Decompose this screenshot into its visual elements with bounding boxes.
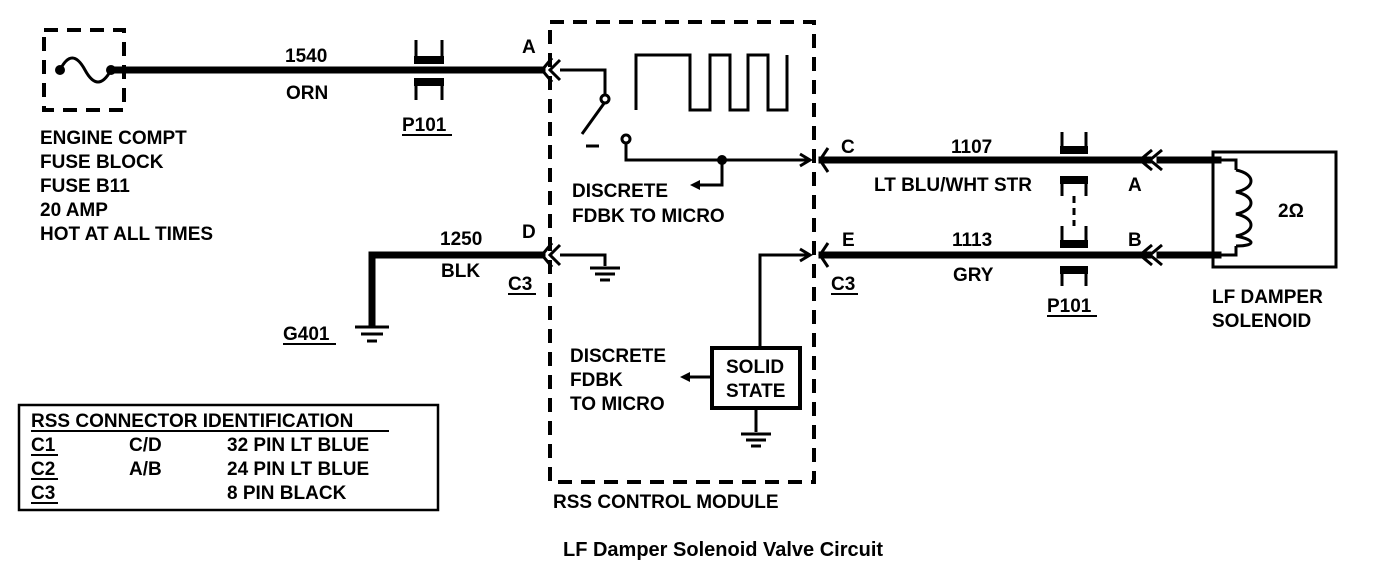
solid-state-line-2: STATE xyxy=(726,381,785,402)
ground-icon xyxy=(355,325,389,343)
wire-1250-circuit: 1250 xyxy=(440,229,482,250)
solenoid-resistance: 2Ω xyxy=(1278,201,1304,222)
solid-state-ground-icon xyxy=(741,408,771,448)
wire-1107-circuit: 1107 xyxy=(951,137,992,158)
solenoid-box xyxy=(1211,150,1338,269)
solenoid-pin-a: A xyxy=(1128,175,1142,196)
discrete-bottom-line-1: DISCRETE xyxy=(570,346,666,367)
discrete-bottom-arrowhead-icon xyxy=(680,372,690,382)
fuse-icon xyxy=(55,56,116,84)
solenoid-name-line-2: SOLENOID xyxy=(1212,311,1311,332)
discrete-bottom-line-3: TO MICRO xyxy=(570,394,665,415)
solenoid-name-line-1: LF DAMPER xyxy=(1212,287,1323,308)
p101-connector-right-top-icon xyxy=(1060,132,1088,196)
terminal-solenoid-b-icon xyxy=(1137,243,1163,267)
wire-1113-color: GRY xyxy=(953,265,994,286)
terminal-e-icon xyxy=(818,242,830,268)
connector-table: RSS CONNECTOR IDENTIFICATION C1 C/D 32 P… xyxy=(17,403,440,512)
wire-1540-circuit: 1540 xyxy=(285,46,327,67)
table-row-id: C1 xyxy=(31,435,56,456)
solid-state-line-1: SOLID xyxy=(726,357,784,378)
wire-1113-circuit: 1113 xyxy=(952,230,992,251)
connector-table-border xyxy=(17,403,440,512)
table-row-desc: 8 PIN BLACK xyxy=(227,483,347,504)
terminal-e-inner-arrow-icon xyxy=(799,247,813,263)
pwm-waveform-icon xyxy=(634,53,789,112)
table-row-pins: A/B xyxy=(129,459,162,480)
table-row: C1 C/D 32 PIN LT BLUE xyxy=(31,435,369,456)
table-row: C2 A/B 24 PIN LT BLUE xyxy=(31,459,369,480)
discrete-bottom-line-2: FDBK xyxy=(570,370,623,391)
connector-table-title: RSS CONNECTOR IDENTIFICATION xyxy=(31,411,353,432)
switch-icon xyxy=(560,68,813,190)
table-row-desc: 24 PIN LT BLUE xyxy=(227,459,369,480)
module-pin-a: A xyxy=(522,37,536,58)
wire-1107-color: LT BLU/WHT STR xyxy=(874,175,1032,196)
fuse-block xyxy=(42,28,126,112)
wire-1540-color: ORN xyxy=(286,83,328,104)
c3-left-label: C3 xyxy=(508,274,532,295)
solenoid-pin-b: B xyxy=(1128,230,1142,251)
p101-right-label: P101 xyxy=(1047,296,1092,317)
wire-1250-color: BLK xyxy=(441,261,480,282)
diagram-caption: LF Damper Solenoid Valve Circuit xyxy=(563,539,883,561)
c3-right-label: C3 xyxy=(831,274,855,295)
terminal-c-icon xyxy=(818,147,830,173)
fuse-block-line-4: 20 AMP xyxy=(40,200,108,221)
terminal-solenoid-a-icon xyxy=(1137,148,1163,172)
coil-icon xyxy=(1218,158,1253,257)
module-pin-d: D xyxy=(522,222,536,243)
table-row-desc: 32 PIN LT BLUE xyxy=(227,435,369,456)
module-pin-c: C xyxy=(841,137,855,158)
discrete-top-line-1: DISCRETE xyxy=(572,181,668,202)
p101-connector-left-icon xyxy=(414,40,444,100)
rss-control-module-outline xyxy=(548,20,816,484)
fuse-block-line-5: HOT AT ALL TIMES xyxy=(40,224,213,245)
fuse-block-line-1: ENGINE COMPT xyxy=(40,128,187,149)
table-row-pins: C/D xyxy=(129,435,162,456)
solid-state-wire xyxy=(758,253,808,348)
module-pin-e: E xyxy=(842,230,855,251)
fuse-block-line-3: FUSE B11 xyxy=(40,176,130,197)
table-row-id: C2 xyxy=(31,459,55,480)
ground-label: G401 xyxy=(283,324,330,345)
module-ground-icon xyxy=(560,253,620,282)
module-name: RSS CONTROL MODULE xyxy=(553,492,779,513)
table-row-id: C3 xyxy=(31,483,55,504)
discrete-top-line-2: FDBK TO MICRO xyxy=(572,206,725,227)
fuse-block-line-2: FUSE BLOCK xyxy=(40,152,164,173)
wire-1250 xyxy=(368,251,546,329)
table-row: C3 8 PIN BLACK xyxy=(31,483,347,504)
p101-left-label: P101 xyxy=(402,115,447,136)
p101-connector-right-bottom-icon xyxy=(1060,226,1088,286)
